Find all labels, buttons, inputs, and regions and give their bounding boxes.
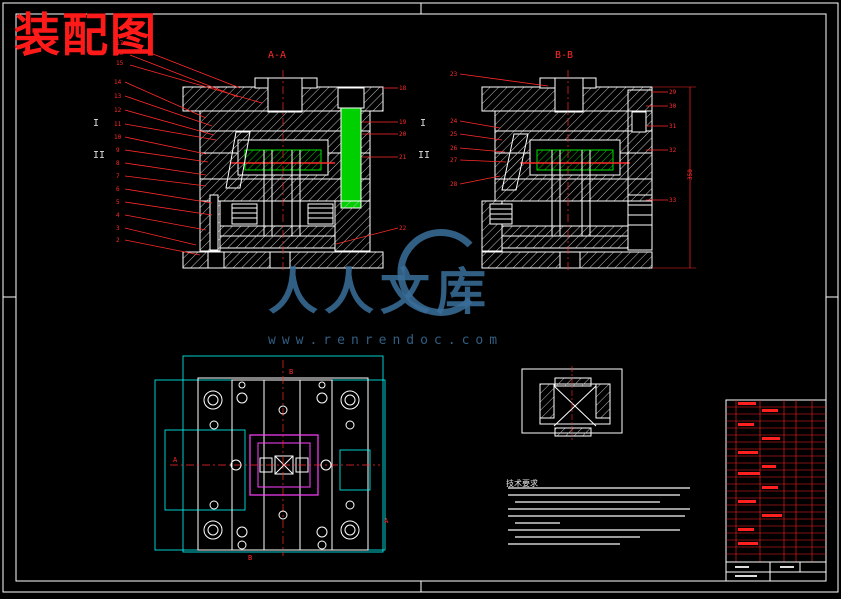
roman-label-2-left: II xyxy=(93,150,106,161)
svg-text:25: 25 xyxy=(450,131,458,138)
svg-text:33: 33 xyxy=(669,197,677,204)
svg-text:31: 31 xyxy=(669,123,677,130)
svg-text:6: 6 xyxy=(116,186,120,193)
svg-text:2: 2 xyxy=(116,237,120,244)
part-detail-view xyxy=(521,366,623,440)
svg-text:32: 32 xyxy=(669,147,677,154)
technical-notes xyxy=(508,487,690,545)
roman-label-1-left: I xyxy=(93,118,100,129)
watermark-text: 人人文库 xyxy=(268,262,492,321)
svg-text:5: 5 xyxy=(116,199,120,206)
svg-text:16: 16 xyxy=(116,50,124,57)
svg-text:15: 15 xyxy=(116,60,124,67)
svg-text:11: 11 xyxy=(114,121,122,128)
svg-text:10: 10 xyxy=(114,134,122,141)
svg-text:22: 22 xyxy=(399,225,407,232)
svg-text:27: 27 xyxy=(450,157,458,164)
svg-text:B: B xyxy=(248,554,252,562)
drawing-title: 装配图 xyxy=(14,8,158,62)
svg-text:24: 24 xyxy=(450,118,458,125)
watermark-url: www.renrendoc.com xyxy=(268,333,504,348)
section-label-bb: B-B xyxy=(555,50,574,61)
svg-text:20: 20 xyxy=(399,131,407,138)
section-aa-view: 17 16 15 14 13 12 11 10 9 8 7 6 5 4 3 2 18 19 20 21 2… xyxy=(114,40,407,272)
svg-text:19: 19 xyxy=(399,119,407,126)
roman-label-2-right: II xyxy=(418,150,431,161)
svg-text:B: B xyxy=(289,368,293,376)
svg-text:30: 30 xyxy=(669,103,677,110)
plan-view: A A B B xyxy=(154,355,389,562)
roman-label-1-right: I xyxy=(420,118,427,129)
svg-text:A: A xyxy=(384,517,389,525)
section-bb-view: 23 24 25 26 27 28 29 30 31 32 33 350 xyxy=(450,70,696,272)
watermark-logo xyxy=(397,229,473,316)
svg-text:4: 4 xyxy=(116,212,120,219)
svg-text:350: 350 xyxy=(687,169,694,180)
section-label-aa: A-A xyxy=(268,50,287,61)
svg-text:12: 12 xyxy=(114,107,122,114)
svg-text:7: 7 xyxy=(116,173,120,180)
svg-text:26: 26 xyxy=(450,145,458,152)
svg-text:9: 9 xyxy=(116,147,120,154)
svg-text:29: 29 xyxy=(669,89,677,96)
svg-text:17: 17 xyxy=(116,40,124,47)
svg-text:21: 21 xyxy=(399,154,407,161)
svg-text:3: 3 xyxy=(116,225,120,232)
svg-text:A: A xyxy=(173,456,178,464)
svg-text:8: 8 xyxy=(116,160,120,167)
svg-text:18: 18 xyxy=(399,85,407,92)
svg-text:14: 14 xyxy=(114,79,122,86)
svg-text:13: 13 xyxy=(114,93,122,100)
title-block xyxy=(725,399,827,582)
svg-text:28: 28 xyxy=(450,181,458,188)
technical-notes-title: 技术要求 xyxy=(506,479,538,488)
svg-text:23: 23 xyxy=(450,71,458,78)
